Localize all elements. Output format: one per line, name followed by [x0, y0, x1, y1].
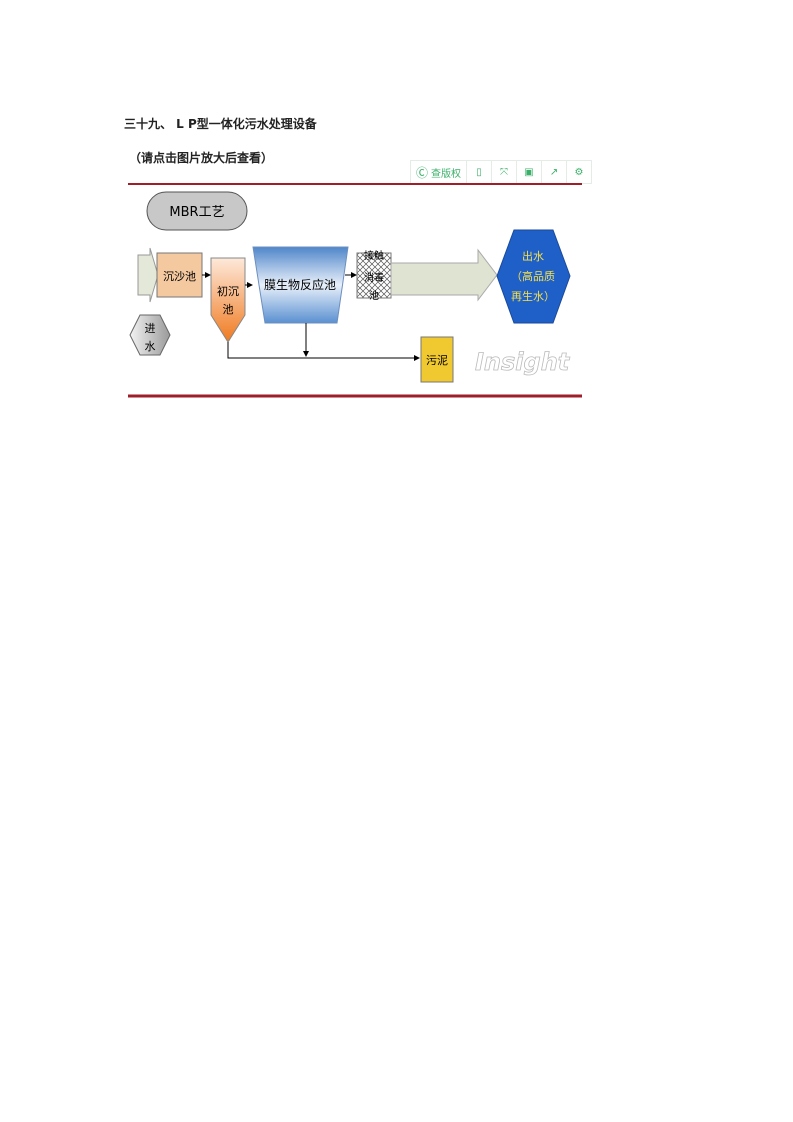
membrane-bioreactor: [252, 246, 349, 324]
disinfect-label-2: 消毒: [364, 271, 384, 284]
image-toolbar: Ⓒ 查版权 ▯ ⤧ ▣ ↗ ⚙: [410, 160, 593, 184]
primary-clarifier: [210, 257, 246, 343]
disinfect-label-1: 接触: [364, 249, 384, 262]
copyright-label: 查版权: [431, 168, 462, 180]
share-icon: ↗: [549, 166, 559, 178]
fullscreen-button[interactable]: ⤧: [492, 161, 518, 183]
mbr-process-diagram[interactable]: MBR工艺 沉沙池 初沉 池 膜生物反应池 接触 消毒 池 出水 （高品质 再生…: [0, 0, 793, 420]
settings-icon: ⚙: [574, 166, 584, 178]
zoom-hint: （请点击图片放大后查看）: [129, 151, 274, 165]
outlet-label-1: 出水: [522, 249, 544, 263]
settings-button[interactable]: ⚙: [567, 161, 591, 183]
mbr-title-pill: [146, 191, 248, 231]
membrane-label: 膜生物反应池: [264, 277, 336, 292]
disinfect-label-3: 池: [369, 289, 379, 302]
book-button[interactable]: ▯: [467, 161, 493, 183]
save-icon: ▣: [524, 166, 534, 178]
outlet-hexagon: [496, 229, 571, 324]
outlet-label-2: （高品质: [511, 269, 555, 283]
disinfection-tank: [356, 252, 392, 299]
inlet-label-1: 进: [145, 322, 156, 335]
watermark: Insight: [475, 348, 571, 376]
share-button[interactable]: ↗: [542, 161, 568, 183]
inlet-arrow: [137, 247, 159, 303]
section-heading: 三十九、 L P型一体化污水处理设备: [124, 117, 317, 131]
inlet-hexagon: [129, 314, 171, 356]
save-button[interactable]: ▣: [517, 161, 543, 183]
sludge-line: [227, 342, 420, 361]
grit-chamber-label: 沉沙池: [163, 270, 196, 283]
primary-label-2: 池: [223, 303, 234, 316]
sludge-box: [420, 336, 454, 383]
book-icon: ▯: [476, 166, 482, 178]
fullscreen-icon: ⤧: [500, 166, 509, 178]
copyright-search-icon: Ⓒ: [416, 165, 429, 180]
outlet-arrow: [390, 248, 498, 302]
outlet-label-3: 再生水）: [511, 289, 555, 303]
mbr-title: MBR工艺: [169, 205, 224, 220]
primary-label-1: 初沉: [217, 284, 239, 298]
sludge-label: 污泥: [426, 354, 448, 367]
inlet-label-2: 水: [145, 340, 156, 353]
copyright-check-button[interactable]: Ⓒ 查版权: [411, 161, 468, 183]
